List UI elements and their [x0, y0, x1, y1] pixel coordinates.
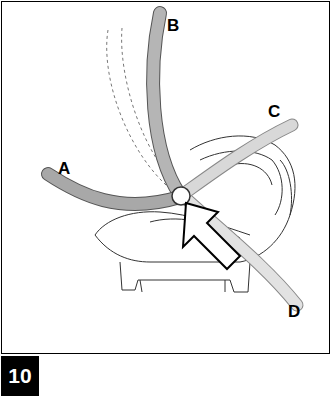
handle-a: [48, 174, 180, 204]
handle-b: [153, 13, 180, 195]
step-number-box: 10: [1, 356, 39, 396]
frame: [2, 2, 330, 354]
position-label: B: [167, 17, 179, 34]
position-label: D: [288, 303, 300, 320]
position-label: C: [268, 103, 280, 120]
pointer-arrow: [183, 203, 240, 269]
handle-d: [182, 195, 297, 305]
handle-c: [182, 125, 292, 195]
pivot-button: [172, 187, 190, 205]
position-label: A: [58, 160, 70, 177]
step-number: 10: [8, 364, 31, 388]
